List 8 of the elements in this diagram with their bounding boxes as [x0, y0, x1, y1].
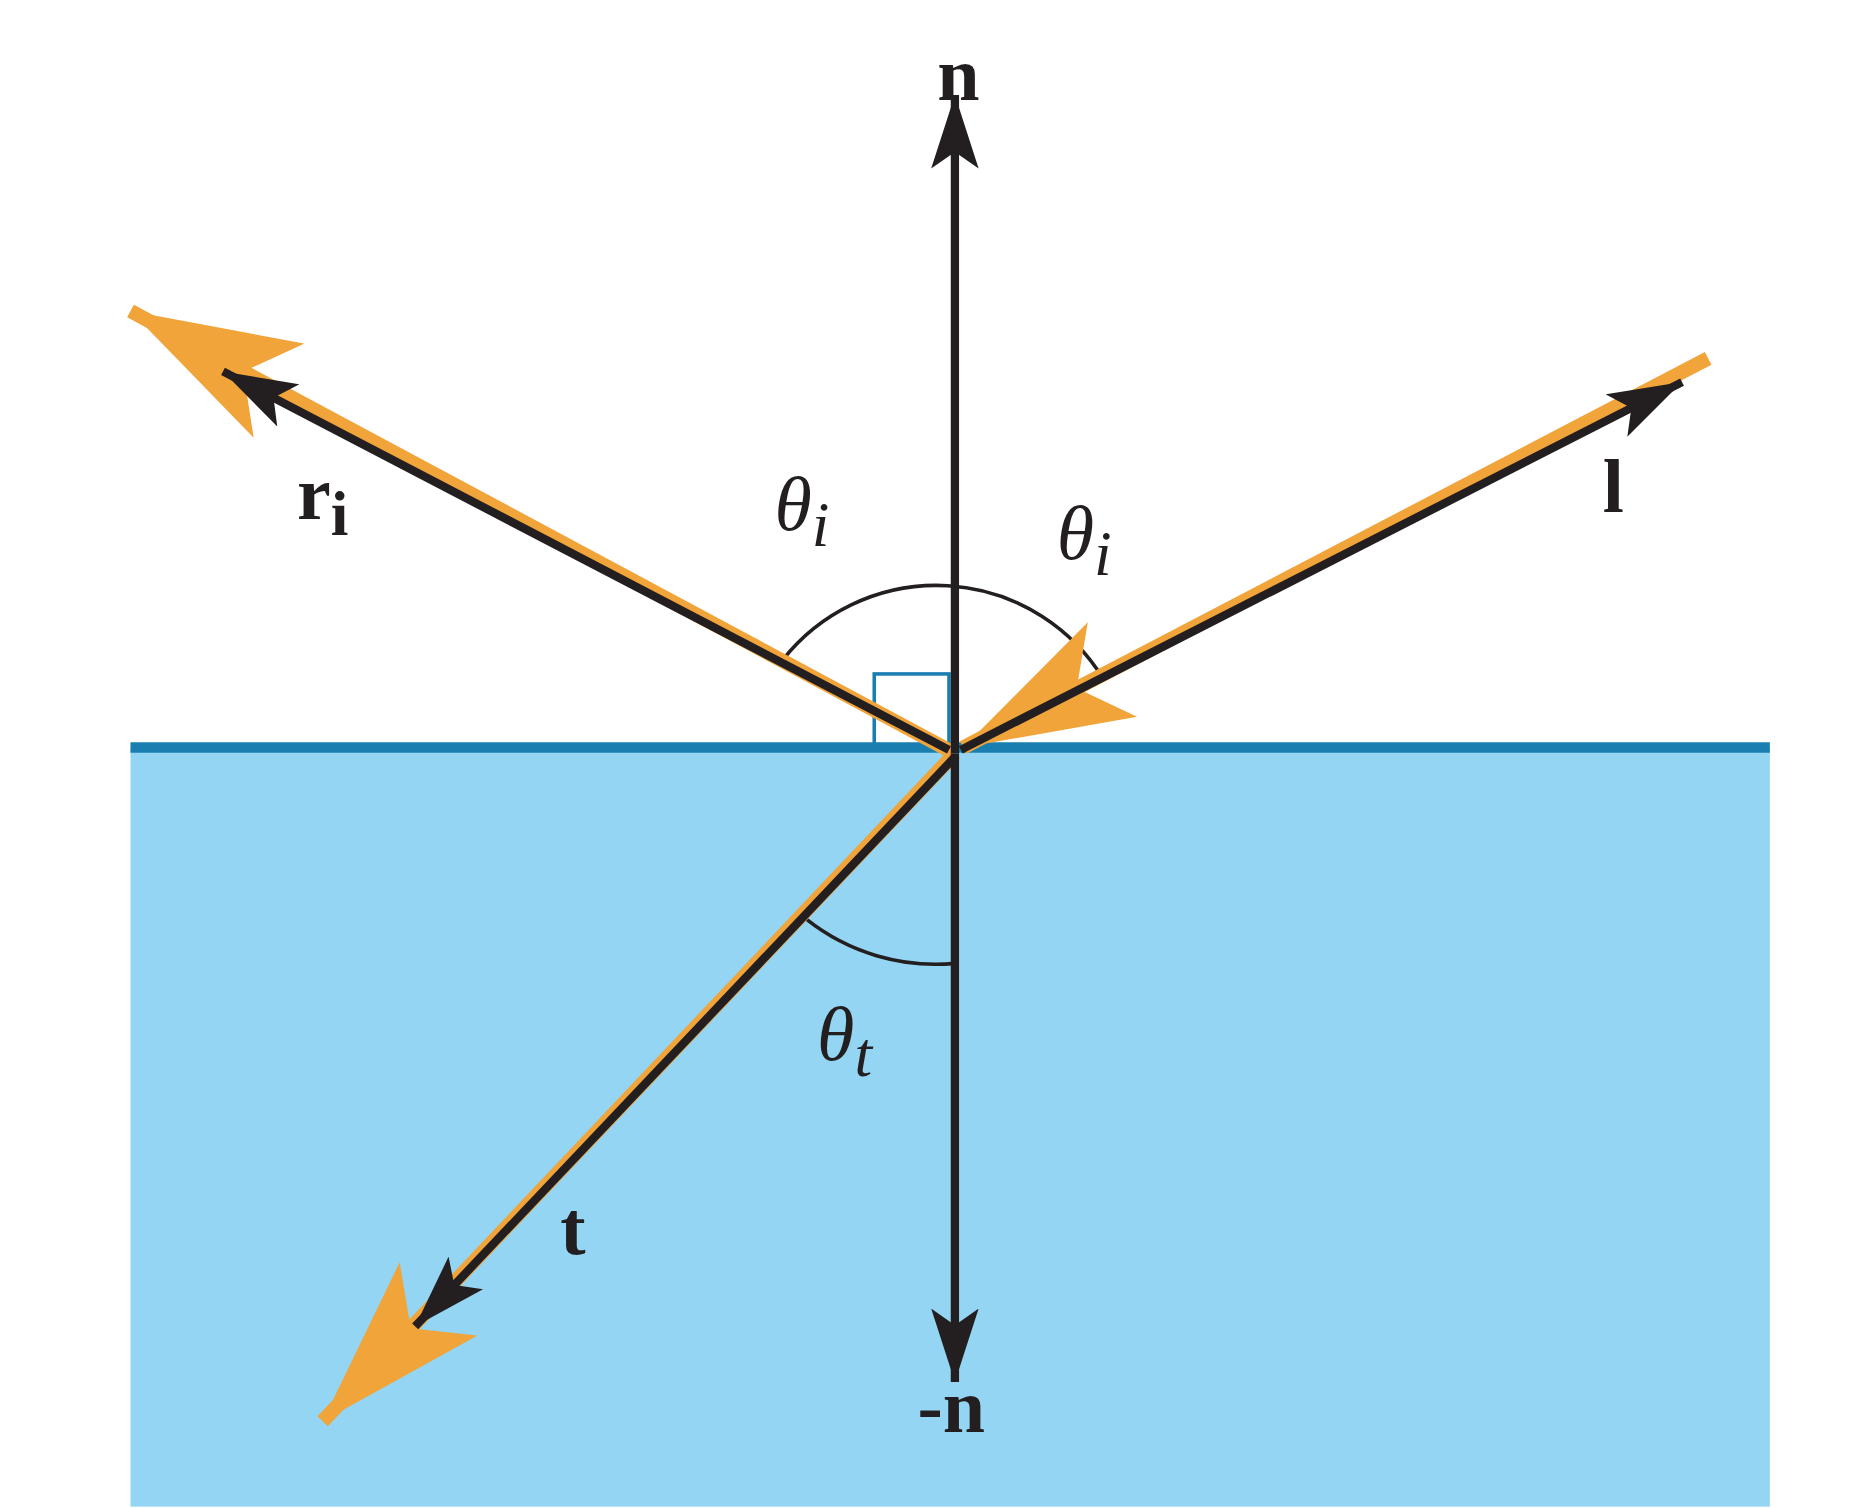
- vector-label: t: [560, 1189, 586, 1266]
- vector-label: l: [1602, 448, 1624, 525]
- angle-label: θ$_{i}$: [774, 466, 830, 559]
- angle-label: θ$_{t}$: [817, 995, 873, 1088]
- vector-label: n: [937, 35, 980, 112]
- vector-label: -n: [917, 1367, 986, 1444]
- vector-label: r$_{i}$: [296, 454, 349, 547]
- angle-label: θ$_{i}$: [1056, 495, 1112, 587]
